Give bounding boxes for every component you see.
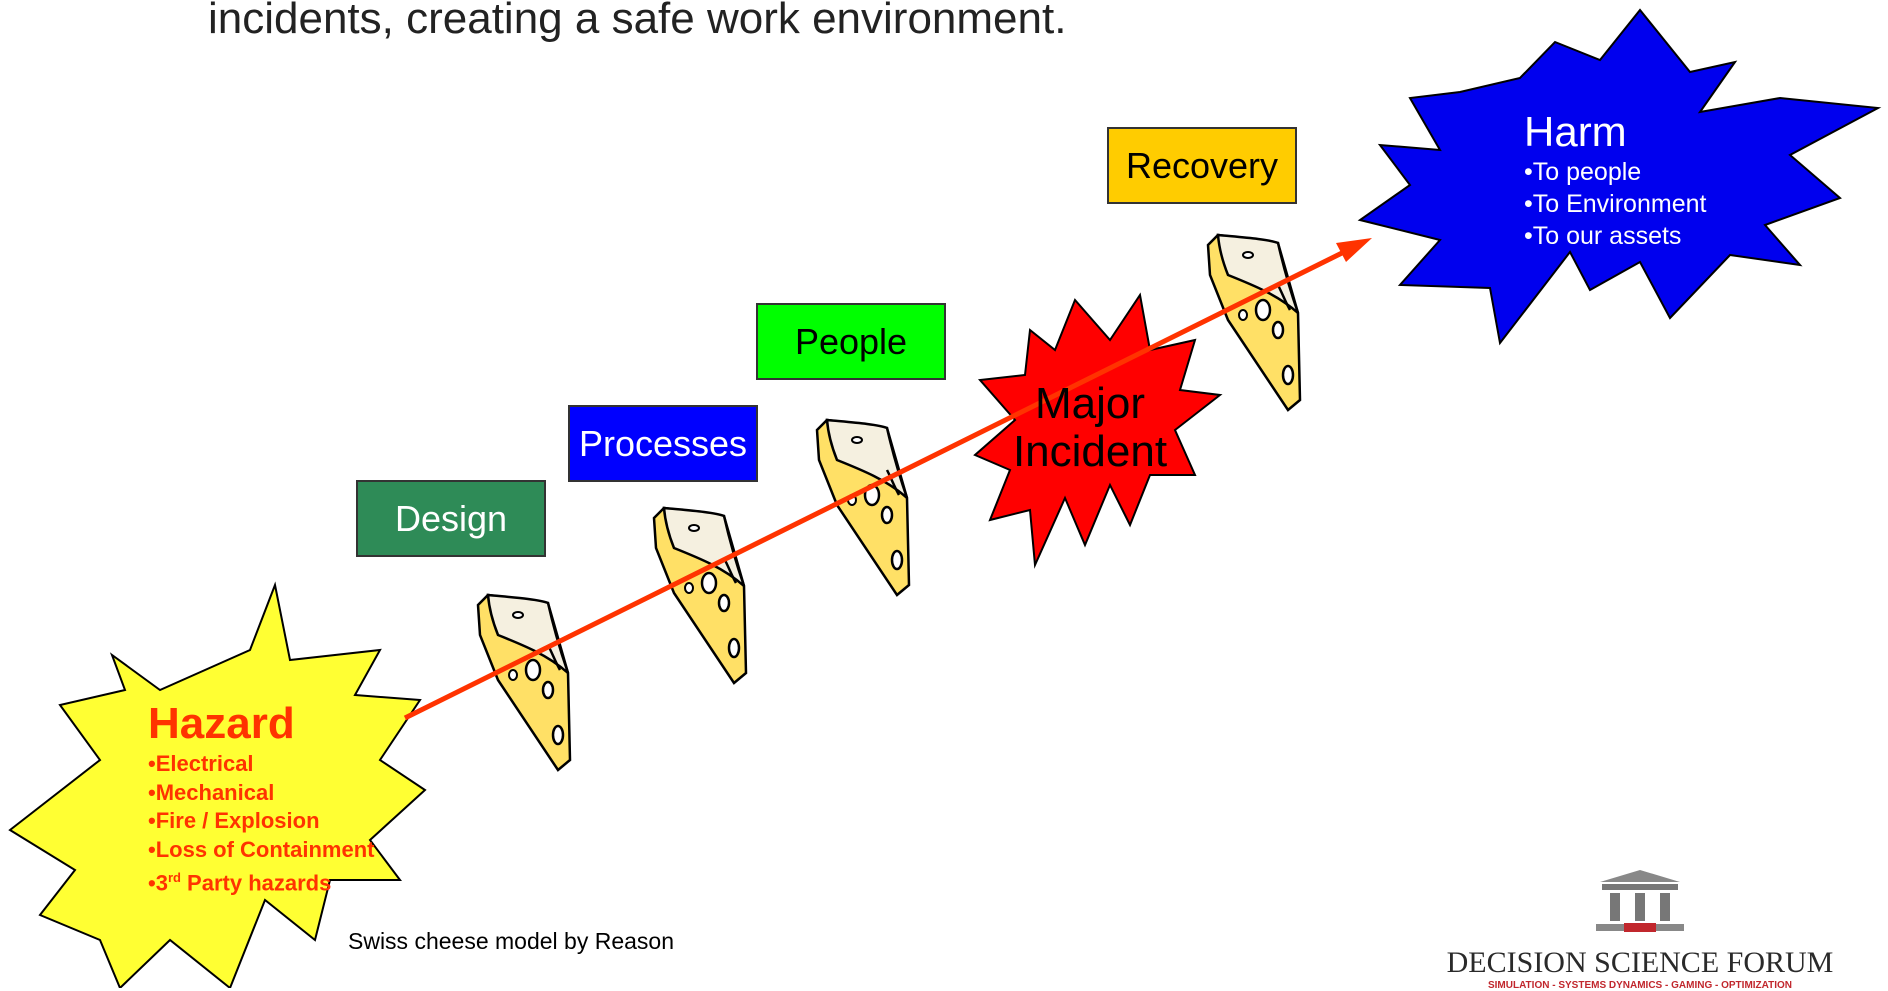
hazard-item: •Fire / Explosion [148,808,320,833]
hazard-item-sup: rd [167,870,181,885]
hazard-item: •Electrical [148,751,254,776]
major-incident-line1: Major [1034,379,1146,428]
hazard-item: •Mechanical [148,779,275,805]
barrier-people-box: People [756,303,946,380]
harm-item: •To Environment [1524,190,1707,218]
major-incident-burst [973,292,1223,569]
hazard-label-group: Hazard •Electrical •Mechanical •Fire / E… [148,698,374,898]
barrier-design-box: Design [356,480,546,557]
slide-subtitle: incidents, creating a safe work environm… [208,0,1067,43]
cheese-slice-processes [652,506,748,685]
arrow-head [1336,238,1372,262]
hazard-item-third-party: •3rd Party hazards [148,864,374,898]
hazard-trajectory-arrow [403,247,1350,721]
cheese-slice-design [476,593,572,772]
logo-tagline: SIMULATION - SYSTEMS DYNAMICS - GAMING -… [1487,980,1793,991]
major-incident-label: Major Incident [1000,380,1180,476]
pillared-building-icon [1596,870,1684,932]
harm-item: •To our assets [1524,222,1682,250]
cheese-slice-recovery [1206,233,1302,412]
hazard-item-rest: Party hazards [180,870,332,896]
hazard-item: •Loss of Containment [148,836,375,862]
harm-burst [1357,8,1882,346]
hazard-burst [8,581,427,988]
harm-title: Harm [1524,108,1627,155]
logo-name: DECISION SCIENCE FORUM [1446,946,1834,979]
hazard-title: Hazard [148,699,295,748]
credit-caption: Swiss cheese model by Reason [348,928,674,954]
harm-item: •To people [1524,158,1642,186]
barrier-recovery-box: Recovery [1107,127,1297,204]
harm-label-group: Harm •To people •To Environment •To our … [1524,108,1706,252]
hazard-item-prefix: •3 [148,870,168,896]
barrier-processes-box: Processes [568,405,758,482]
major-incident-line2: Incident [1012,427,1168,476]
